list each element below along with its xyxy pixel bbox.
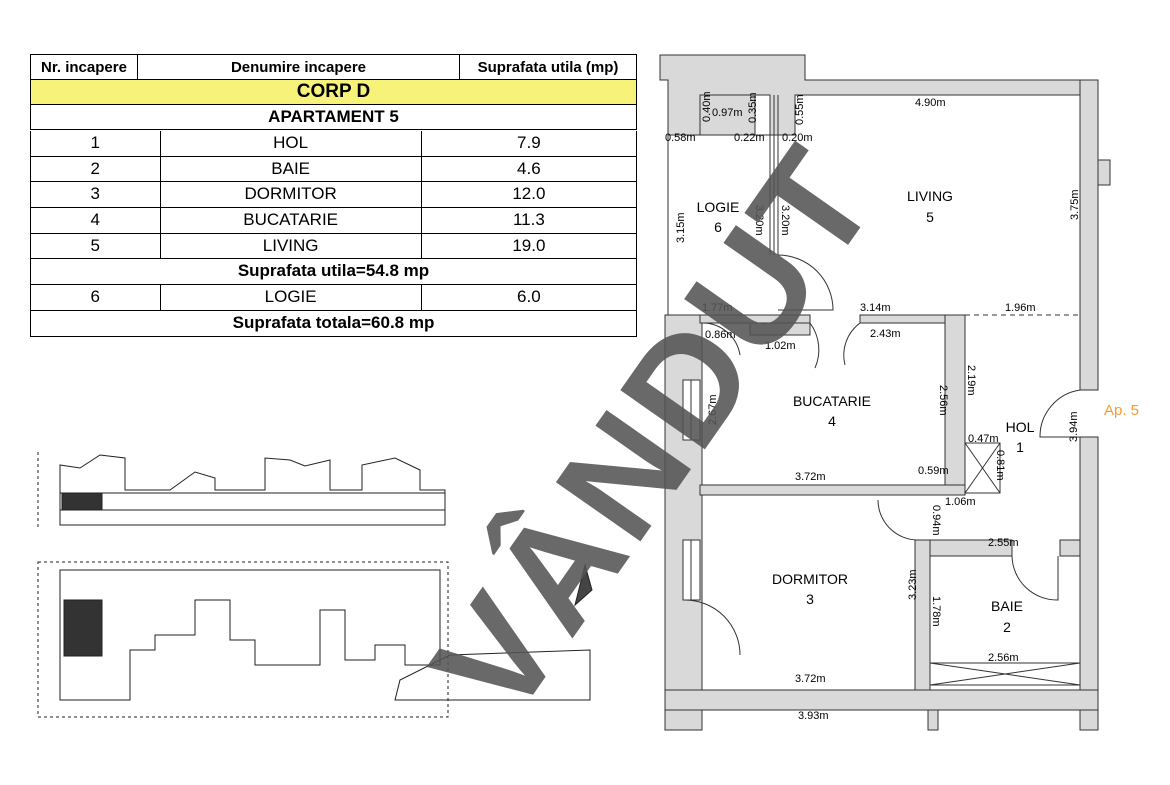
- dimension-label: 2.56m: [988, 652, 1019, 664]
- cell-nr: 2: [31, 156, 161, 182]
- cell-name: LIVING: [161, 233, 422, 259]
- cell-nr: 1: [31, 131, 161, 156]
- room-dormitor: DORMITOR: [772, 571, 848, 587]
- dimension-label: 2.19m: [965, 365, 977, 396]
- dimension-label: 4.90m: [915, 97, 946, 109]
- cell-area: 11.3: [512, 210, 545, 230]
- dimension-label: 1.96m: [1005, 302, 1036, 314]
- dimension-label: 0.40m: [701, 91, 713, 122]
- dimension-label: 0.20m: [782, 132, 813, 144]
- dimension-label: 2.67m: [707, 394, 719, 425]
- dimension-label: 0.97m: [712, 107, 743, 119]
- dimension-label: 3.20m: [753, 205, 765, 236]
- summary-row: Suprafata utila=54.8 mp: [30, 259, 637, 286]
- room-logie: LOGIE: [697, 199, 740, 215]
- dimension-label: 0.47m: [968, 433, 999, 445]
- cell-area: 6.0: [517, 287, 541, 307]
- cell-name: DORMITOR: [161, 182, 422, 208]
- cell-area: 12.0: [512, 184, 546, 204]
- cell-name: BUCATARIE: [161, 208, 422, 233]
- room-logie-nr: 6: [714, 219, 722, 235]
- cell-name: BAIE: [161, 156, 422, 182]
- dimension-label: 3.94m: [1068, 411, 1080, 442]
- table-header-row: Nr. incapere Denumire incapere Suprafata…: [30, 54, 637, 80]
- cell-nr: Suprafata totala=60.8 mp: [232, 312, 435, 332]
- dimension-label: 3.72m: [795, 673, 826, 685]
- dimension-label: 3.72m: [795, 471, 826, 483]
- room-bucatarie-nr: 4: [828, 413, 836, 429]
- dimension-label: 0.94m: [930, 505, 942, 536]
- dimension-label: 0.58m: [665, 132, 696, 144]
- room-living: LIVING: [907, 188, 953, 204]
- dimension-label: 0.59m: [918, 465, 949, 477]
- dimension-label: 0.86m: [705, 329, 736, 341]
- dimension-label: 1.77m: [702, 302, 733, 314]
- building-elevation-thumbnail: [37, 452, 446, 530]
- room-hol: HOL: [1006, 419, 1035, 435]
- cell-nr: 3: [31, 182, 161, 208]
- site-plan-thumbnail: [37, 561, 593, 718]
- cell-area: 7.9: [517, 133, 541, 152]
- dimension-label: 1.02m: [765, 340, 796, 352]
- header-name: Denumire incapere: [137, 54, 460, 80]
- apartment-title: APARTAMENT 5: [30, 104, 637, 130]
- dimension-label: 2.43m: [870, 328, 901, 340]
- dimension-label: 0.22m: [734, 132, 765, 144]
- dimension-label: 0.35m: [747, 92, 759, 123]
- cell-nr: 5: [31, 233, 161, 259]
- room-baie-nr: 2: [1003, 619, 1011, 635]
- dimension-label: 2.56m: [937, 385, 949, 416]
- dimension-label: 1.78m: [930, 596, 942, 627]
- dimension-label: 3.20m: [779, 205, 791, 236]
- room-labels: LIVING 5 LOGIE 6 BUCATARIE 4 HOL 1 DORMI…: [697, 188, 1139, 635]
- dimension-label: 0.81m: [994, 450, 1006, 481]
- entrance-label: Ap. 5: [1104, 402, 1139, 419]
- header-nr: Nr. incapere: [30, 54, 138, 80]
- doors: [684, 254, 1081, 656]
- dimension-label: 2.55m: [988, 537, 1019, 549]
- summary-row: Suprafata totala=60.8 mp: [30, 310, 637, 337]
- room-living-nr: 5: [926, 209, 934, 225]
- room-hol-nr: 1: [1016, 439, 1024, 455]
- cell-nr: 4: [31, 208, 161, 233]
- dimension-label: 0.55m: [794, 94, 806, 125]
- rooms-table: Nr. incapere Denumire incapere Suprafata…: [30, 54, 637, 130]
- cell-area: 4.6: [517, 158, 541, 178]
- room-bucatarie: BUCATARIE: [793, 393, 871, 409]
- dimension-label: 3.93m: [798, 710, 829, 722]
- cell-nr: Suprafata utila=54.8 mp: [237, 261, 430, 281]
- dimension-label: 1.06m: [945, 496, 976, 508]
- cell-name: HOL: [161, 131, 422, 156]
- dimension-label: 3.23m: [907, 569, 919, 600]
- room-baie: BAIE: [991, 598, 1023, 614]
- dimensions: 4.90m 0.40m 0.97m 0.35m 0.55m 0.58m 0.22…: [665, 91, 1081, 722]
- dimension-label: 3.75m: [1069, 189, 1081, 220]
- shaft: [929, 442, 1081, 686]
- room-dormitor-nr: 3: [806, 591, 814, 607]
- windows: [667, 95, 779, 601]
- cell-name: LOGIE: [161, 285, 422, 310]
- dimension-label: 3.14m: [860, 302, 891, 314]
- cell-area: 19.0: [512, 235, 546, 255]
- dimension-label: 3.15m: [675, 212, 687, 243]
- cell-nr: 6: [31, 285, 161, 310]
